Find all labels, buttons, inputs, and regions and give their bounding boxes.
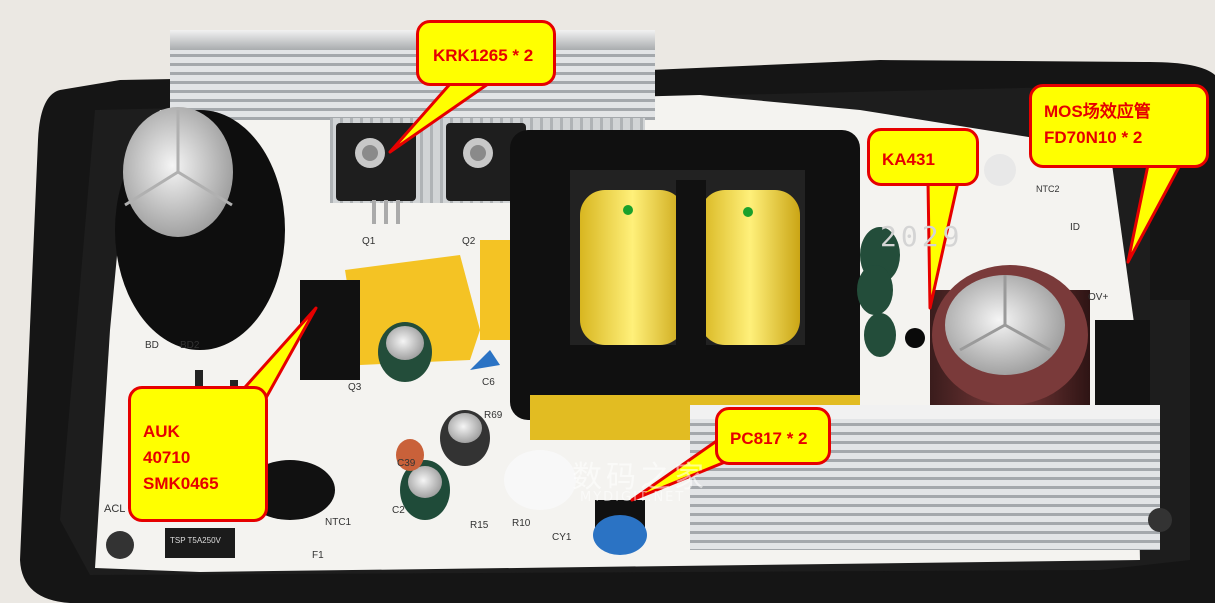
pcb-label-ov: OV+: [1088, 292, 1109, 303]
callout-auk-line1: AUK: [143, 422, 180, 441]
watermark-en: MYDIGIT.NET: [580, 490, 686, 505]
pcb-label-number: 2029: [880, 220, 964, 253]
pcb-label-q1: Q1: [362, 236, 376, 247]
pcb-label-q3: Q3: [348, 382, 362, 393]
callout-krk1265-text: KRK1265 * 2: [433, 46, 534, 65]
pcb-label-id: ID: [1070, 222, 1080, 233]
watermark-cn: 数码之家: [572, 460, 708, 495]
pcb-label-fuse: TSP T5A250V: [170, 536, 221, 545]
callout-ka431: KA431: [867, 128, 979, 186]
callout-ka431-text: KA431: [882, 150, 935, 169]
pcb-label-bd: BD: [145, 340, 159, 351]
callout-auk-line3: SMK0465: [143, 474, 219, 493]
pcb-label-c6: C6: [482, 377, 495, 388]
pcb-label-r15: R15: [470, 520, 489, 531]
pcb-label-ntc2: NTC2: [1036, 184, 1060, 194]
pcb-label-bd2: BD2: [180, 340, 200, 351]
pcb-label-c39: C39: [397, 458, 416, 469]
callout-mos-fd70n10: MOS场效应管 FD70N10 * 2: [1029, 84, 1209, 168]
pcb-label-ac: ACL: [104, 503, 126, 515]
callout-pc817: PC817 * 2: [715, 407, 831, 465]
pcb-label-q2: Q2: [462, 236, 476, 247]
pcb-label-ntc1: NTC1: [325, 517, 352, 528]
pcb-label-r69: R69: [484, 410, 503, 421]
pcb-label-c2: C2: [392, 505, 405, 516]
callout-mos-line2: FD70N10 * 2: [1044, 128, 1143, 147]
callout-krk1265: KRK1265 * 2: [416, 20, 556, 86]
pcb-label-f1: F1: [312, 550, 324, 561]
callout-auk-line2: 40710: [143, 448, 191, 467]
callout-mos-line1: MOS场效应管: [1044, 102, 1151, 121]
pcb-label-r10: R10: [512, 518, 531, 529]
callout-pc817-text: PC817 * 2: [730, 429, 808, 448]
pcb-label-cy1: CY1: [552, 532, 572, 543]
callout-auk: AUK 40710 SMK0465: [128, 386, 268, 522]
